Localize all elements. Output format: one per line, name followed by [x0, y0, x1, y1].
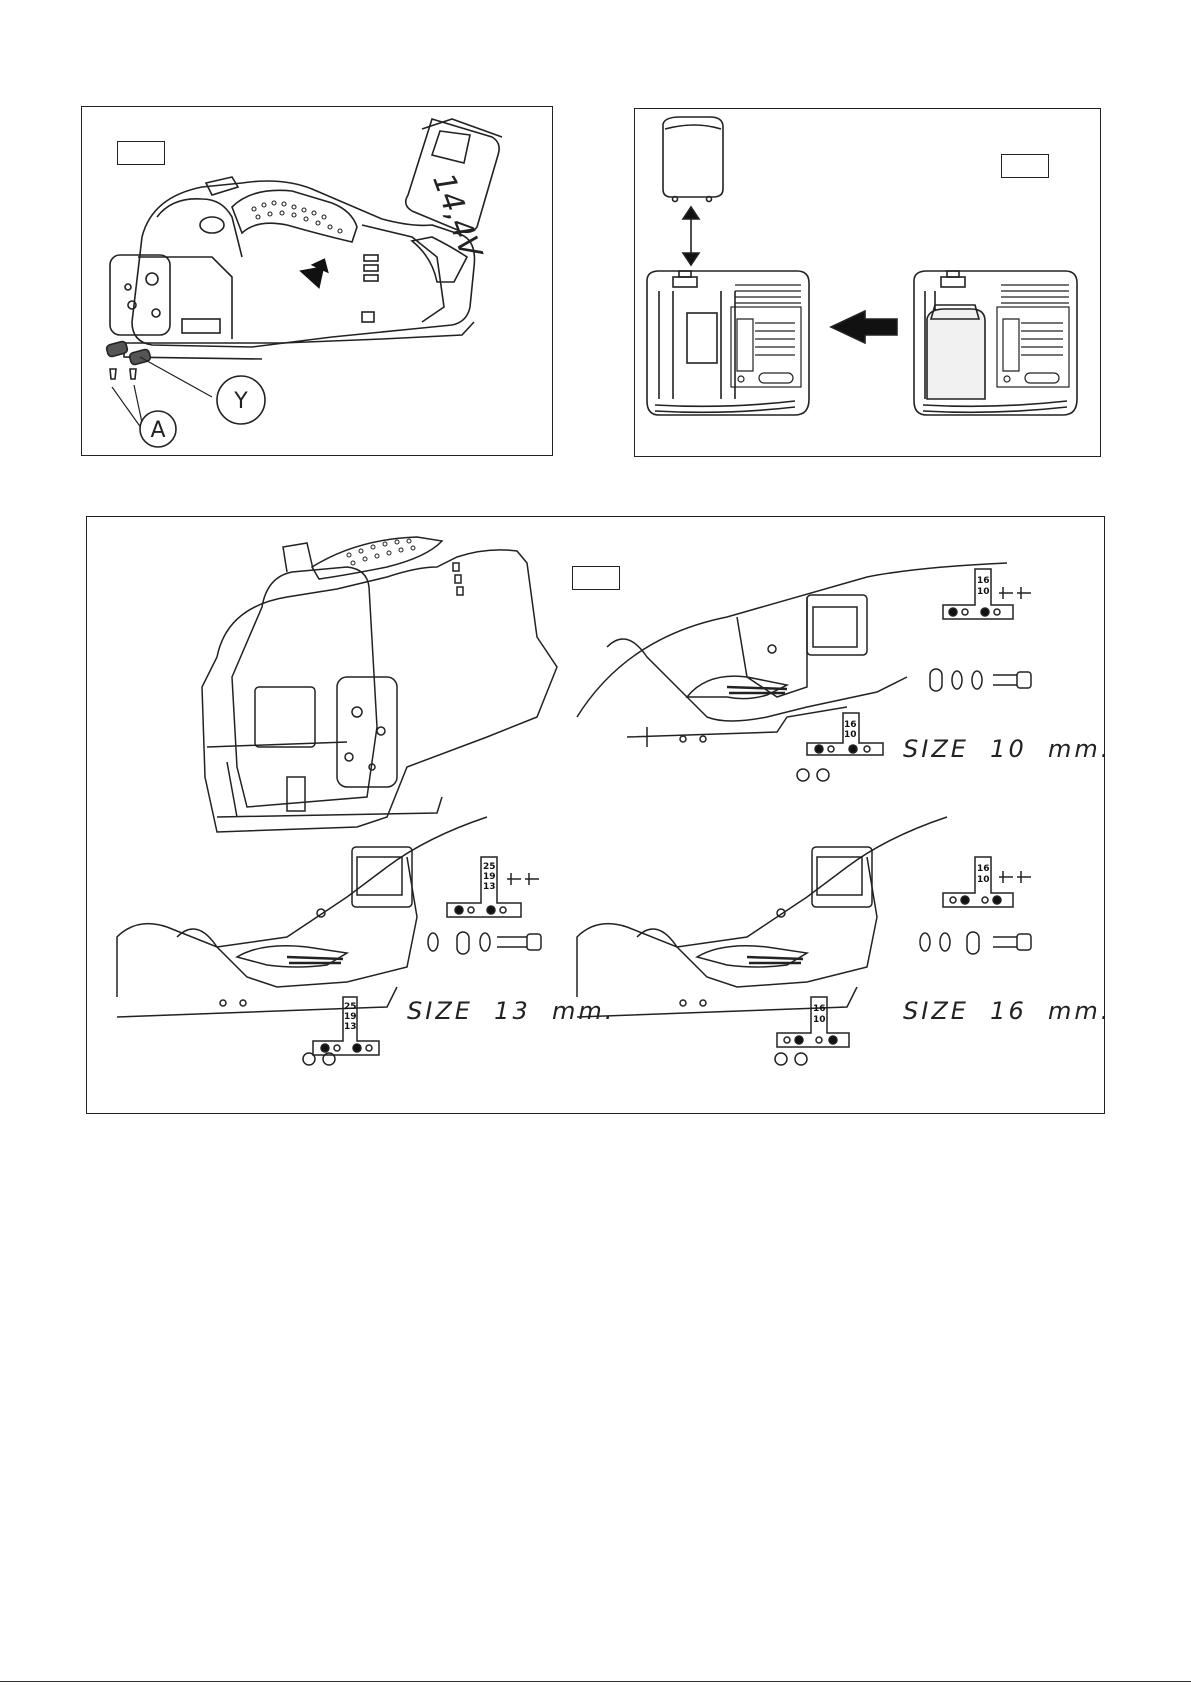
plate-number: 10 — [844, 730, 857, 740]
plate-number: 13 — [344, 1022, 357, 1032]
band-size-illustrations: 16 10 16 10 25 19 — [87, 517, 1106, 1115]
plate-number: 16 — [977, 576, 990, 586]
plate-number: 13 — [483, 882, 496, 892]
plate-number: 25 — [344, 1002, 357, 1012]
page-bottom-rule — [0, 1681, 1191, 1682]
charger-panel — [634, 108, 1101, 457]
plate-number: 10 — [977, 875, 990, 885]
band-size-panel: 16 10 16 10 25 19 — [86, 516, 1105, 1114]
plate-number: 16 — [977, 864, 990, 874]
plate-number: 16 — [844, 720, 857, 730]
size-label: SIZE 16 mm. — [903, 997, 1111, 1025]
plate-number: 19 — [344, 1012, 357, 1022]
size-label: SIZE 10 mm. — [903, 735, 1111, 763]
battery-charger-illustration — [635, 109, 1102, 458]
strapping-tool-illustration: 14,4V Y A — [82, 107, 554, 457]
size-label: SIZE 13 mm. — [407, 997, 615, 1025]
battery-insertion-panel: 14,4V Y A — [81, 106, 553, 456]
callout-y-label: Y — [233, 389, 248, 414]
size-16-detail: 16 10 16 10 — [577, 817, 1031, 1065]
plate-number: 10 — [813, 1015, 826, 1025]
callout-a-label: A — [150, 418, 165, 443]
size-13-detail: 25 19 13 25 19 13 — [117, 817, 541, 1065]
plate-number: 16 — [813, 1004, 826, 1014]
tool-front-view — [202, 537, 557, 832]
plate-number: 19 — [483, 872, 496, 882]
plate-number: 25 — [483, 862, 496, 872]
plate-number: 10 — [977, 587, 990, 597]
